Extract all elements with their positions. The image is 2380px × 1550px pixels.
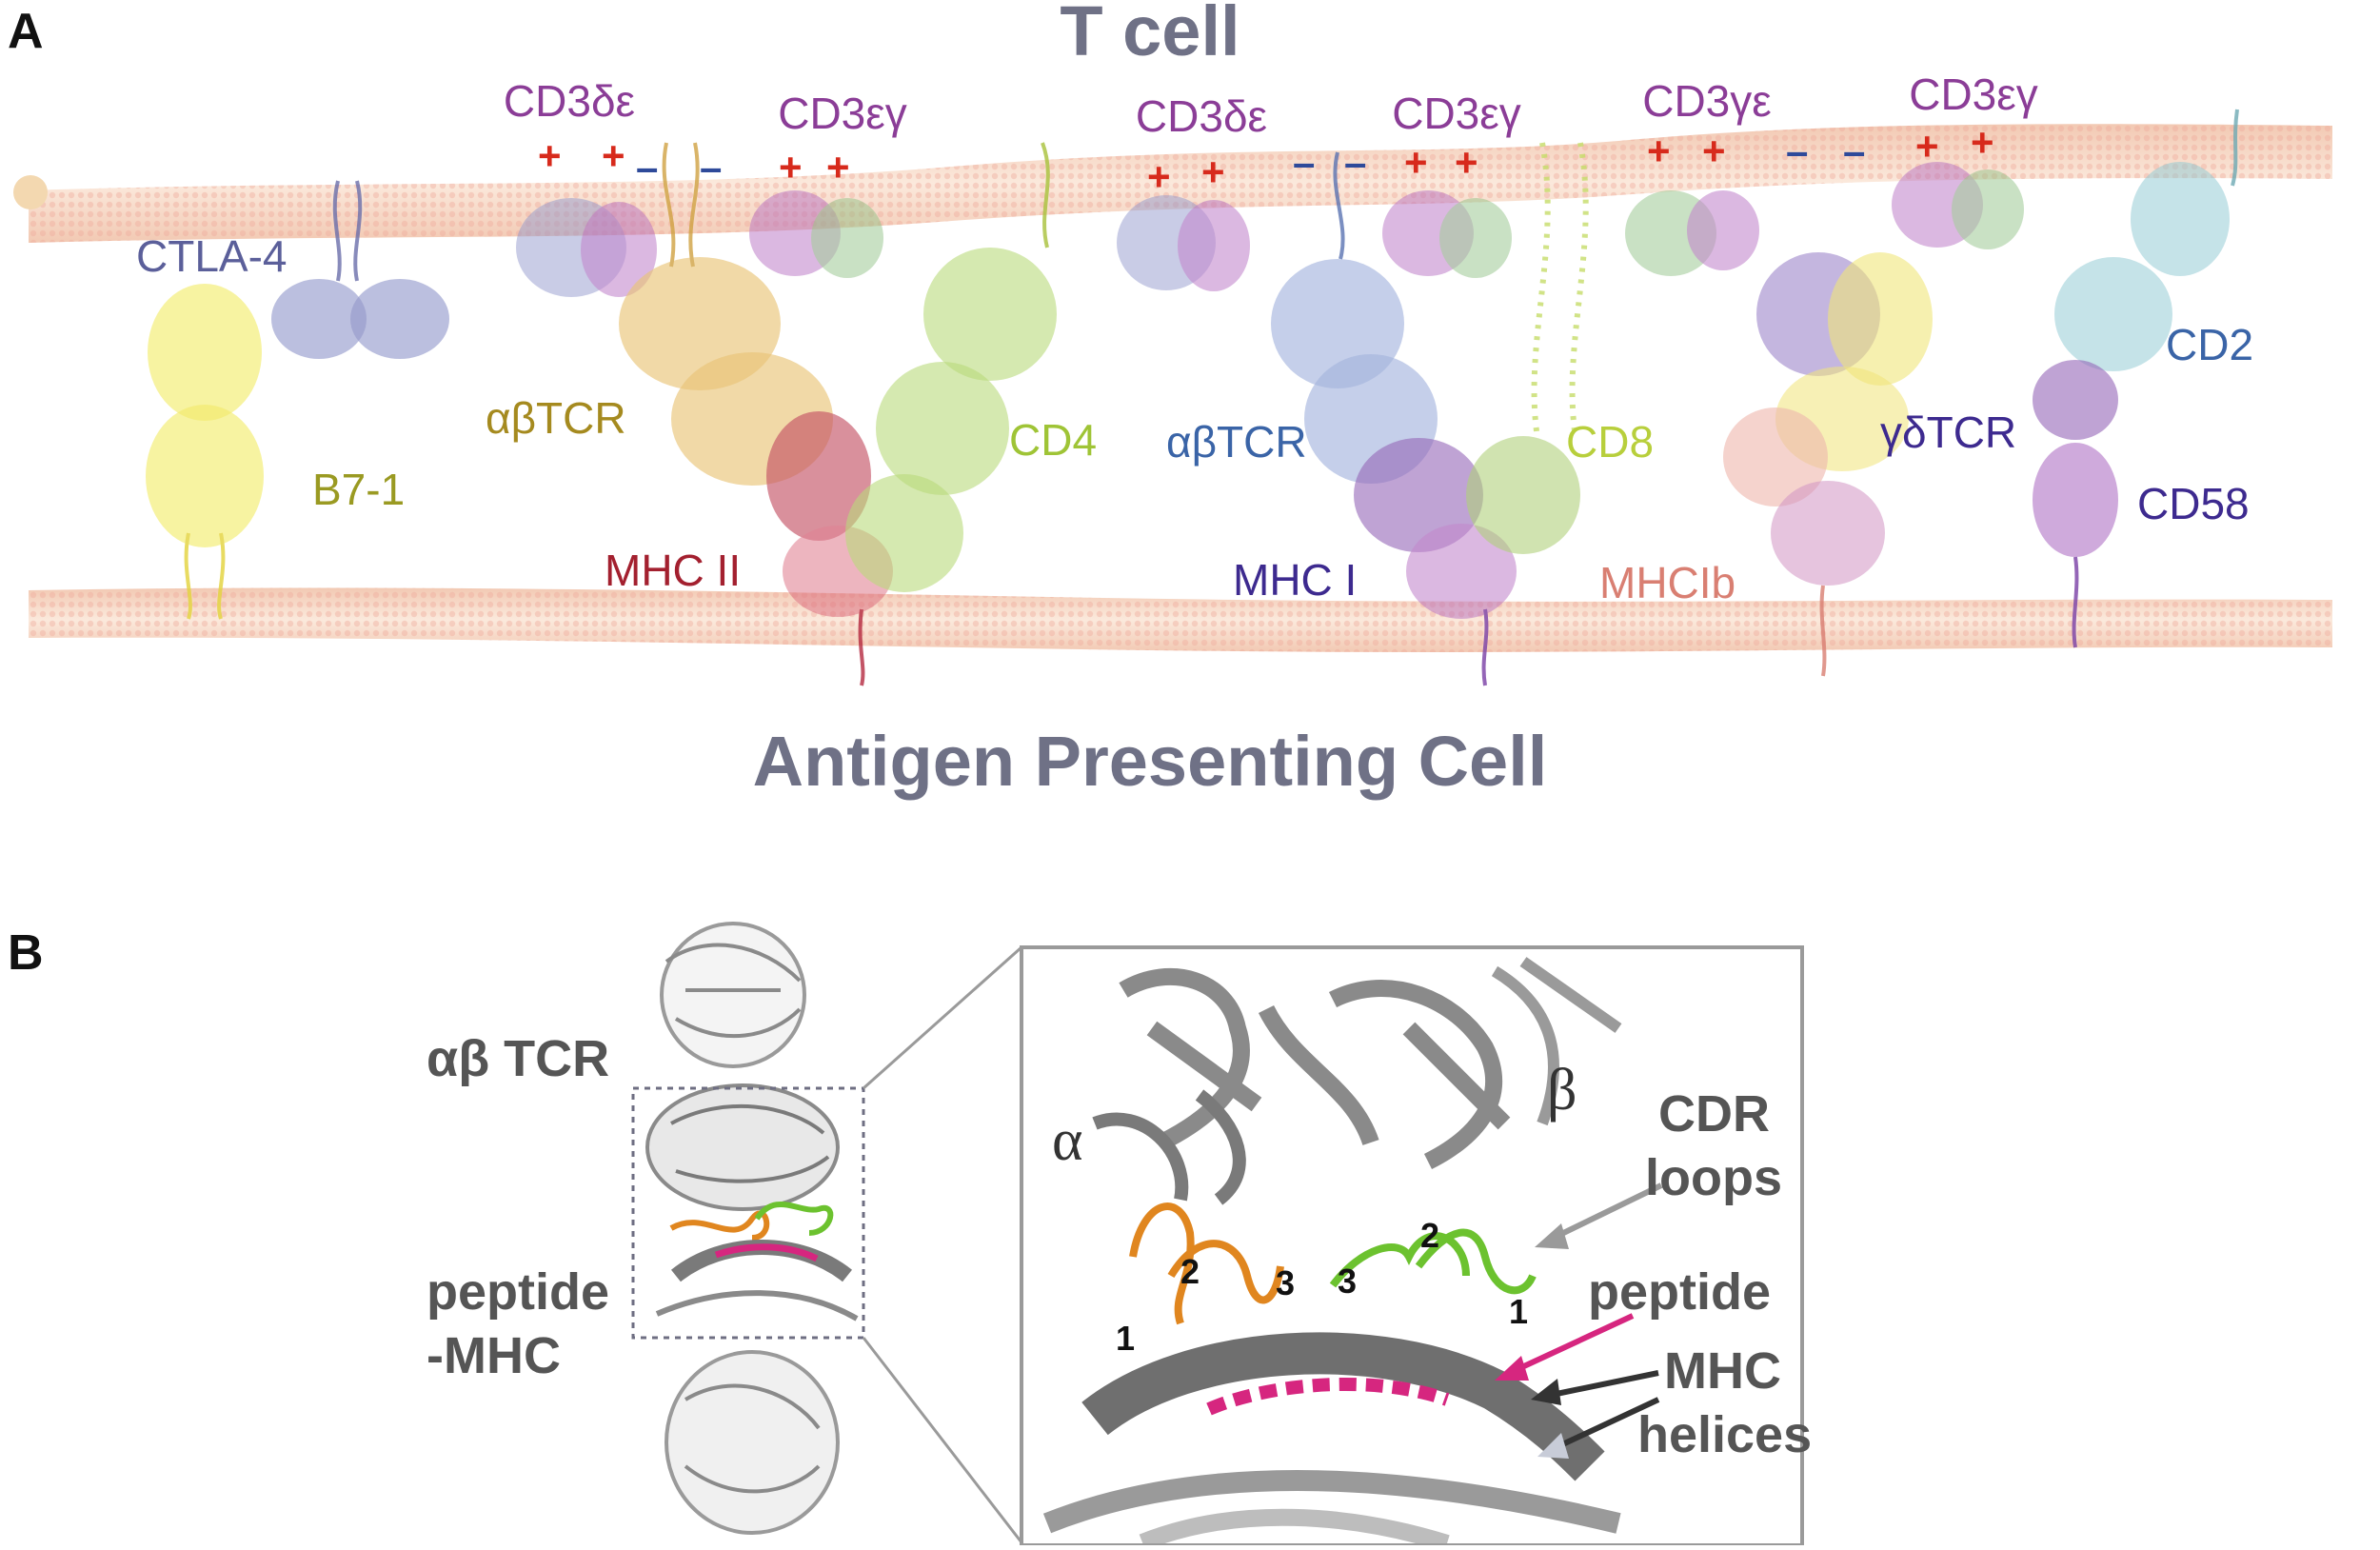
cd3-label: CD3εγ xyxy=(1392,89,1521,138)
overview-structure xyxy=(631,922,1023,1543)
cd3-label: CD3δε xyxy=(1136,91,1267,141)
plus-charge: + xyxy=(1201,149,1225,194)
cd58-label: CD58 xyxy=(2137,479,2250,528)
cd3-labels: CD3δε CD3εγ CD3δε CD3εγ CD3γε CD3εγ xyxy=(504,70,2038,141)
plus-charge: + xyxy=(1455,140,1478,185)
minus-charge: – xyxy=(1293,140,1315,185)
cdr-loops-label-line2: loops xyxy=(1645,1149,1782,1206)
plus-charge: + xyxy=(1647,129,1671,173)
cdr-loops-label-line1: CDR xyxy=(1658,1085,1770,1143)
abtcr-label: αβTCR xyxy=(1166,417,1307,467)
cd3-label: CD3γε xyxy=(1642,76,1772,126)
plus-charge: + xyxy=(1404,140,1428,185)
minus-charge: – xyxy=(1843,129,1865,173)
ctla4-label: CTLA-4 xyxy=(136,231,287,281)
apc-title: Antigen Presenting Cell xyxy=(753,722,1548,801)
cdr-number: 3 xyxy=(1276,1263,1295,1302)
cd8-label: CD8 xyxy=(1566,417,1654,467)
b71-label: B7-1 xyxy=(312,465,405,514)
callout-arrows xyxy=(1495,1182,1663,1459)
cdr-number: 2 xyxy=(1420,1216,1439,1255)
cdr-numbers: 1 2 3 3 2 1 xyxy=(1116,1216,1528,1358)
plus-charge: + xyxy=(1915,124,1939,169)
plus-charge: + xyxy=(1971,120,1994,165)
abtcr-label: αβTCR xyxy=(486,393,626,443)
mhc2-label: MHC II xyxy=(605,546,741,595)
cd3-label: CD3εγ xyxy=(1909,70,2038,119)
plus-charge: + xyxy=(1147,154,1171,199)
mhc-helices-label-line2: helices xyxy=(1637,1406,1812,1463)
panel-a-letter: A xyxy=(8,4,44,59)
molecule-labels: CTLA-4 B7-1 αβTCR MHC II CD4 αβTCR MHC I… xyxy=(136,231,2253,607)
gdtcr-label: γδTCR xyxy=(1880,407,2016,457)
cd3-label: CD3εγ xyxy=(778,89,907,138)
peptide-label: peptide xyxy=(1588,1263,1771,1321)
ab-tcr-label: αβ TCR xyxy=(426,1030,609,1087)
plus-charge: + xyxy=(779,145,803,189)
minus-charge: – xyxy=(1344,140,1366,185)
mhc1-label: MHC I xyxy=(1233,555,1357,605)
minus-charge: – xyxy=(1786,129,1808,173)
plus-charge: + xyxy=(602,133,625,178)
cd4-label: CD4 xyxy=(1009,415,1097,465)
panel-b-letter: B xyxy=(8,925,44,981)
mhc1b-label: MHCIb xyxy=(1599,558,1735,607)
zoom-panel xyxy=(1020,945,1804,1547)
cd2-label: CD2 xyxy=(2166,320,2253,369)
plus-charge: + xyxy=(1702,129,1726,173)
plus-charge: + xyxy=(826,145,850,189)
peptide-mhc-label-line1: peptide xyxy=(426,1263,609,1321)
t-cell-title: T cell xyxy=(1060,0,1240,70)
plus-charge: + xyxy=(538,133,562,178)
cdr-number: 1 xyxy=(1509,1292,1528,1331)
peptide-mhc-label-line2: -MHC xyxy=(426,1327,561,1384)
t-cell-membrane xyxy=(13,124,2332,243)
protein-structures xyxy=(146,109,2239,686)
cd3-label: CD3δε xyxy=(504,76,635,126)
cdr-number: 2 xyxy=(1180,1252,1200,1291)
apc-membrane xyxy=(29,587,2332,652)
charge-symbols: + + – – + + + + – – + + + + – – + + xyxy=(538,120,1994,199)
minus-charge: – xyxy=(636,145,658,189)
mhc-helices-label-line1: MHC xyxy=(1664,1342,1781,1400)
alpha-chain-label: α xyxy=(1052,1108,1082,1173)
minus-charge: – xyxy=(700,145,722,189)
beta-chain-label: β xyxy=(1547,1058,1577,1123)
cdr-number: 1 xyxy=(1116,1319,1135,1358)
cdr-number: 3 xyxy=(1338,1262,1357,1301)
